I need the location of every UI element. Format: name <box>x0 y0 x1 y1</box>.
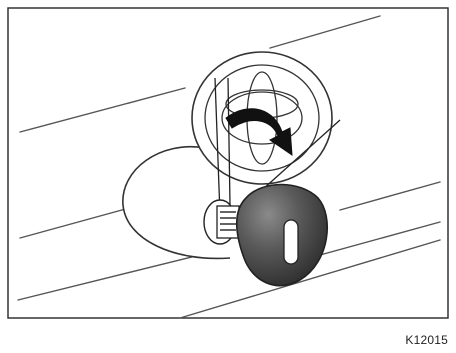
key-blade <box>217 206 239 238</box>
figure-code-label: K12015 <box>405 333 448 347</box>
